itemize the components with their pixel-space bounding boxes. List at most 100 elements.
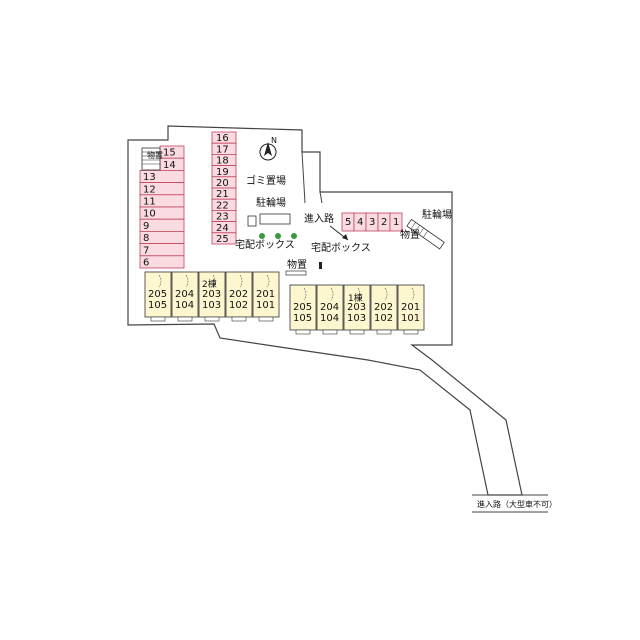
- parking-space-number: 17: [216, 144, 229, 155]
- garbage-box: [247, 215, 257, 227]
- parking-space-number: 9: [143, 221, 149, 232]
- unit-number-lower: 105: [148, 300, 167, 311]
- apartment-unit: [144, 271, 172, 318]
- entrance-top-label: 進入路: [304, 212, 334, 225]
- door-swing: [158, 274, 162, 288]
- unit-number-lower: 103: [202, 300, 221, 311]
- parking-space-number: 15: [163, 148, 176, 159]
- unit-number-upper: 203: [347, 302, 366, 313]
- balcony: [177, 316, 193, 322]
- parking-space-number: 7: [143, 245, 149, 256]
- balcony: [295, 329, 311, 335]
- parking-space-number: 14: [163, 160, 176, 171]
- storage-left-label: 物置: [147, 150, 163, 160]
- entrance-lane-right: [319, 191, 323, 204]
- unit-number-upper: 201: [256, 289, 275, 300]
- storage-center-label: 物置: [287, 258, 307, 271]
- delivery-box-right-label: 宅配ボックス: [311, 241, 371, 254]
- parking-space-number: 24: [216, 223, 229, 234]
- door-swing: [266, 274, 270, 288]
- garbage-label: ゴミ置場: [246, 174, 286, 187]
- unit-number-upper: 205: [148, 289, 167, 300]
- entrance-lane-left: [301, 151, 306, 204]
- balcony: [258, 316, 274, 322]
- apartment-unit: [316, 284, 344, 331]
- parking-space-number: 3: [369, 217, 375, 228]
- unit-number-upper: 204: [320, 302, 339, 313]
- door-swing: [357, 287, 361, 301]
- door-swing: [185, 274, 189, 288]
- apartment-unit: [252, 271, 280, 318]
- apartment-unit: [225, 271, 253, 318]
- delivery-box-marker: [319, 262, 322, 269]
- parking-space-number: 20: [216, 178, 229, 189]
- door-swing: [330, 287, 334, 301]
- delivery-box-left-label: 宅配ボックス: [235, 238, 295, 251]
- parking-space-number: 21: [216, 189, 229, 200]
- unit-number-upper: 201: [401, 302, 420, 313]
- unit-number-lower: 102: [374, 313, 393, 324]
- balcony: [150, 316, 166, 322]
- parking-space-number: 12: [143, 184, 156, 195]
- unit-number-lower: 101: [401, 313, 420, 324]
- unit-number-upper: 202: [229, 289, 248, 300]
- entrance-bottom-label: 進入路（大型車不可）: [477, 499, 557, 509]
- unit-number-upper: 204: [175, 289, 194, 300]
- parking-space-number: 16: [216, 133, 229, 144]
- door-swing: [411, 287, 415, 301]
- parking-space-number: 25: [216, 234, 229, 245]
- parking-space-number: 19: [216, 167, 229, 178]
- building-2-name: 2棟: [202, 278, 217, 290]
- unit-number-lower: 105: [293, 313, 312, 324]
- unit-number-upper: 205: [293, 302, 312, 313]
- parking-space: [139, 255, 185, 269]
- door-swing: [212, 274, 216, 288]
- bicycle-left-label: 駐輪場: [256, 196, 286, 209]
- unit-number-lower: 102: [229, 300, 248, 311]
- door-swing: [384, 287, 388, 301]
- parking-space-number: 8: [143, 233, 149, 244]
- unit-number-lower: 103: [347, 313, 366, 324]
- storage-right-label: 物置: [400, 228, 420, 241]
- parking-space-number: 2: [381, 217, 387, 228]
- balcony: [403, 329, 419, 335]
- north-label: N: [271, 136, 277, 145]
- parking-space-number: 22: [216, 200, 229, 211]
- storage-center-box: [285, 270, 307, 276]
- apartment-unit: [198, 271, 226, 318]
- parking-space-number: 6: [143, 258, 149, 269]
- entrance-arrowhead: [342, 234, 348, 240]
- unit-number-lower: 104: [175, 300, 194, 311]
- bicycle-rack-left: [259, 213, 291, 225]
- unit-number-upper: 202: [374, 302, 393, 313]
- parking-space-number: 10: [143, 209, 156, 220]
- tree-1: [259, 233, 265, 239]
- balcony: [322, 329, 338, 335]
- balcony: [349, 329, 365, 335]
- balcony: [231, 316, 247, 322]
- parking-space-number: 18: [216, 156, 229, 167]
- parking-space-number: 23: [216, 212, 229, 223]
- parking-space-number: 4: [357, 217, 363, 228]
- balcony: [204, 316, 220, 322]
- unit-number-upper: 203: [202, 289, 221, 300]
- building-1-name: 1棟: [348, 292, 363, 304]
- parking-space: [211, 232, 237, 245]
- bicycle-right-label: 駐輪場: [422, 208, 452, 221]
- parking-space-number: 5: [345, 217, 351, 228]
- parking-space-number: 13: [143, 172, 156, 183]
- tree-3: [291, 233, 297, 239]
- door-swing: [239, 274, 243, 288]
- unit-number-lower: 101: [256, 300, 275, 311]
- door-swing: [303, 287, 307, 301]
- north-arrow-icon: N: [259, 136, 277, 161]
- balcony: [376, 329, 392, 335]
- apartment-unit: [289, 284, 317, 331]
- unit-number-lower: 104: [320, 313, 339, 324]
